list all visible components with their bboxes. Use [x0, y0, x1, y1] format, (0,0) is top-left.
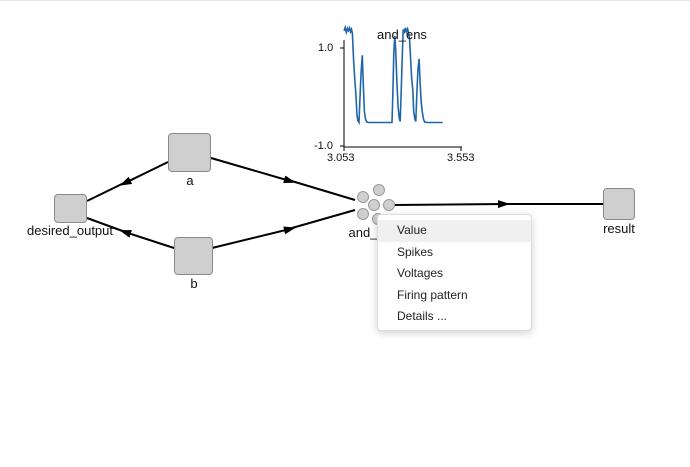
node-b-label: b [190, 276, 198, 291]
menu-item-firing-pattern[interactable]: Firing pattern [397, 287, 468, 302]
value-plot[interactable] [340, 24, 462, 151]
top-border [0, 0, 690, 1]
node-result[interactable] [603, 188, 635, 220]
menu-item-spikes[interactable]: Spikes [397, 244, 434, 259]
menu-item-value[interactable]: Value [378, 220, 531, 242]
connection-a-to-and[interactable] [210, 157, 356, 201]
node-a[interactable] [168, 133, 211, 172]
plot-title: and_ens [377, 27, 427, 42]
y-tick-label-bottom: -1.0 [314, 140, 333, 152]
y-tick-label-top: 1.0 [318, 42, 334, 54]
connection-b-to-and[interactable] [211, 209, 356, 249]
node-a-label: a [186, 173, 194, 188]
node-desired-output[interactable] [54, 194, 87, 223]
connection-a-to-desired-output[interactable] [86, 161, 169, 202]
connection-b-to-desired-output[interactable] [86, 217, 175, 249]
x-tick-label-left: 3.053 [327, 152, 355, 164]
context-menu: Value Spikes Voltages Firing pattern Det… [377, 214, 532, 331]
x-tick-label-right: 3.553 [447, 152, 475, 164]
series-line-and-ens [343, 24, 443, 126]
node-and-ens-label: and_ [348, 225, 378, 240]
node-desired-output-label: desired_output [26, 223, 114, 238]
connection-and-to-result[interactable] [394, 200, 603, 209]
node-b[interactable] [174, 237, 213, 275]
menu-item-voltages[interactable]: Voltages [397, 266, 444, 280]
node-result-label: result [603, 221, 635, 236]
menu-item-details[interactable]: Details ... [397, 309, 448, 323]
